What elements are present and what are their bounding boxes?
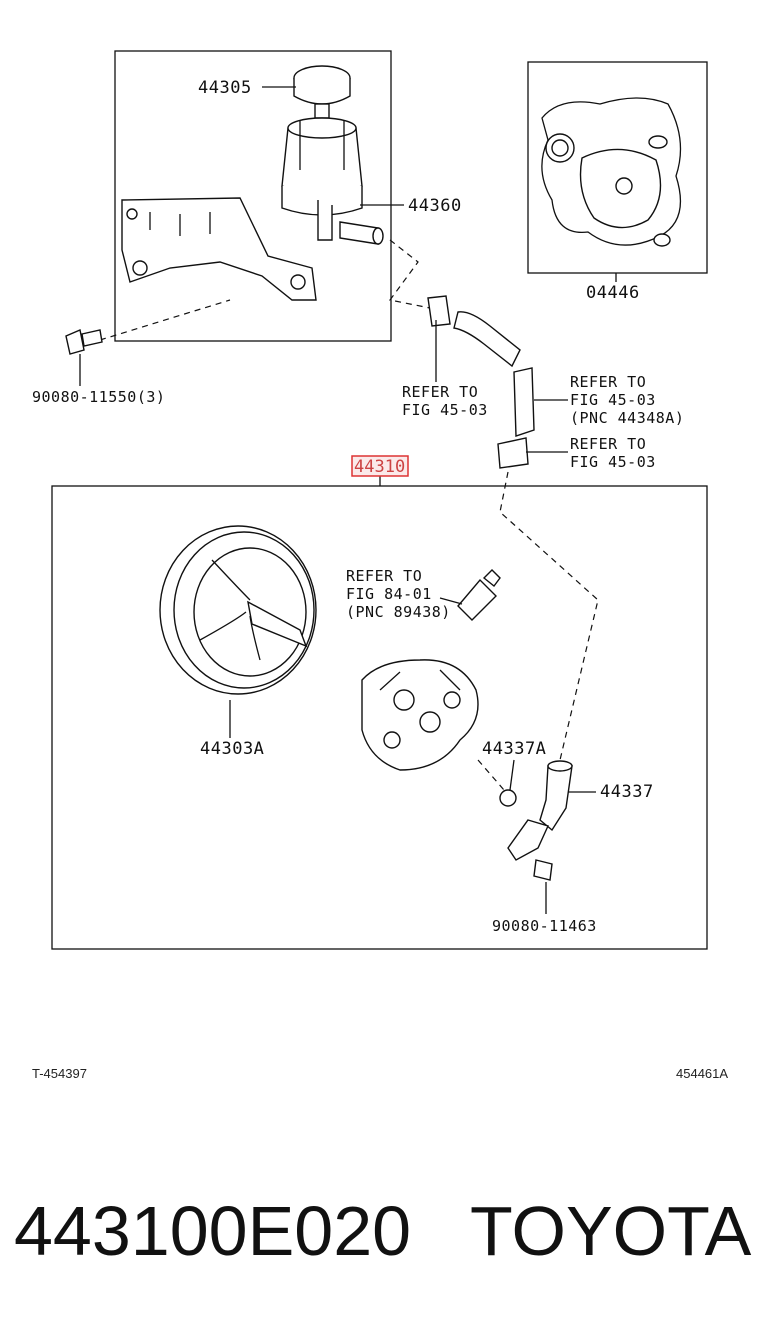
label-90080-11463: 90080-11463 (492, 917, 597, 935)
o-ring (499, 789, 517, 807)
refer4-line3: (PNC 89438) (346, 603, 451, 621)
label-44360: 44360 (408, 196, 462, 216)
label-44305: 44305 (198, 78, 252, 98)
pump-hose-dashed (499, 471, 599, 761)
reservoir-group-box (114, 50, 392, 342)
return-hose (427, 295, 535, 469)
label-44337A: 44337A (482, 739, 546, 759)
parts-diagram: 44305 44360 04446 90080-11550(3) REFER T… (32, 50, 708, 950)
pressure-sensor (457, 569, 501, 621)
footer-right-code: 454461A (676, 1066, 729, 1081)
refer3-line2: FIG 45-03 (570, 453, 656, 471)
reservoir-tank (281, 117, 384, 245)
refer2-line3: (PNC 44348A) (570, 409, 684, 427)
suction-pipe (507, 760, 573, 861)
label-90080-11550: 90080-11550(3) (32, 388, 165, 406)
reservoir-cap (293, 65, 351, 119)
bolt-90080-11463 (533, 859, 553, 881)
label-44310[interactable]: 44310 (354, 457, 405, 477)
refer4-leader (439, 597, 463, 605)
bolt-leader-dashed (99, 299, 231, 341)
label-44337: 44337 (600, 782, 654, 802)
p44310-highlight (351, 455, 409, 477)
refer4-line1: REFER TO (346, 567, 422, 585)
refer1-line1: REFER TO (402, 383, 478, 401)
p44337A-leader (509, 759, 515, 791)
brand-title: TOYOTA (470, 1192, 752, 1270)
refer4-line2: FIG 84-01 (346, 585, 432, 603)
hose-leader-dashed (388, 239, 431, 309)
o-ring-dashed (477, 759, 505, 791)
refer1-line2: FIG 45-03 (402, 401, 488, 419)
pump-body (361, 659, 479, 771)
part-number-title: 443100E020 (14, 1192, 412, 1270)
footer-left-code: T-454397 (32, 1066, 87, 1081)
reservoir-bracket (121, 197, 317, 301)
bolt-90080-11550 (65, 329, 103, 355)
gasket-kit (541, 97, 682, 247)
label-44303A: 44303A (200, 739, 264, 759)
label-04446: 04446 (586, 283, 640, 303)
refer3-line1: REFER TO (570, 435, 646, 453)
pulley (159, 525, 317, 695)
refer2-line1: REFER TO (570, 373, 646, 391)
refer2-line2: FIG 45-03 (570, 391, 656, 409)
gasket-kit-box (527, 61, 708, 274)
